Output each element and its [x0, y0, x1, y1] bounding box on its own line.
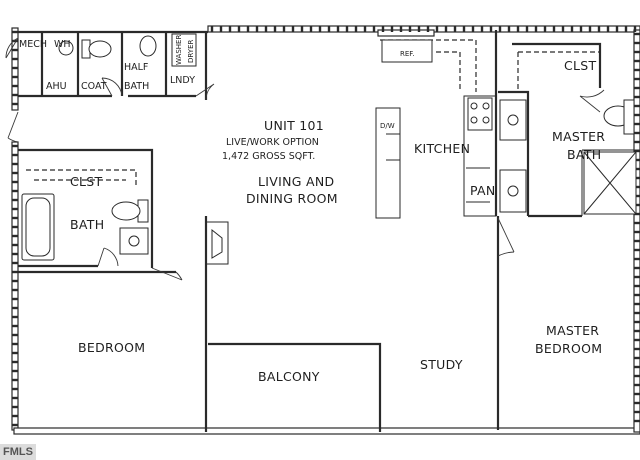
toilet-icon	[111, 201, 141, 221]
living-label-line1: LIVING AND	[258, 174, 334, 189]
mech-label: MECH	[19, 39, 47, 50]
half-bath-label-line1: HALF	[124, 62, 148, 73]
bedroom-label: BEDROOM	[78, 340, 145, 355]
water-heater-label: WH	[54, 39, 71, 50]
laundry-label: LNDY	[170, 75, 195, 86]
water-heater-icon	[58, 40, 74, 56]
master-bath-label-line2: BATH	[567, 147, 601, 162]
sink-icon	[507, 185, 519, 197]
coat-closet-label: COAT	[81, 81, 107, 92]
study-label: STUDY	[420, 357, 463, 372]
kitchen-label: KITCHEN	[414, 141, 470, 156]
balcony-label: BALCONY	[258, 369, 320, 384]
washer-dryer-icon	[171, 33, 197, 67]
dishwasher-label: D/W	[380, 122, 395, 130]
room-labels: MECH WH AHU COAT HALF BATH LNDY WASHER D…	[19, 35, 605, 384]
half-bath-label-line2: BATH	[124, 81, 149, 92]
ahu-label: AHU	[46, 81, 67, 92]
unit-area: 1,472 GROSS SQFT.	[222, 151, 315, 162]
fireplace-icon	[206, 221, 229, 265]
left-closet-label: CLST	[70, 174, 103, 189]
pantry-label: PAN	[470, 183, 496, 198]
fixtures	[21, 33, 637, 265]
sink-icon	[507, 114, 519, 126]
living-label-line2: DINING ROOM	[246, 191, 338, 206]
refrigerator-label: REF.	[400, 50, 414, 58]
doors	[5, 37, 605, 281]
bath-label: BATH	[70, 217, 104, 232]
refrigerator-icon	[381, 39, 433, 63]
sink-icon	[128, 235, 140, 247]
sink-icon	[139, 35, 157, 57]
range-icon	[467, 97, 493, 131]
unit-title: UNIT 101	[264, 118, 324, 133]
interior-walls	[18, 30, 640, 432]
master-bedroom-label-line2: BEDROOM	[535, 341, 602, 356]
washer-label: WASHER	[175, 35, 183, 65]
unit-option: LIVE/WORK OPTION	[226, 137, 319, 148]
master-bath-label-line1: MASTER	[552, 129, 605, 144]
mls-watermark: FMLS	[0, 444, 36, 460]
toilet-icon	[88, 40, 112, 58]
dryer-label: DRYER	[187, 39, 195, 63]
master-closet-label: CLST	[564, 58, 597, 73]
master-bedroom-label-line1: MASTER	[546, 323, 599, 338]
toilet-tank-icon	[623, 99, 635, 135]
exterior-walls	[11, 25, 640, 435]
